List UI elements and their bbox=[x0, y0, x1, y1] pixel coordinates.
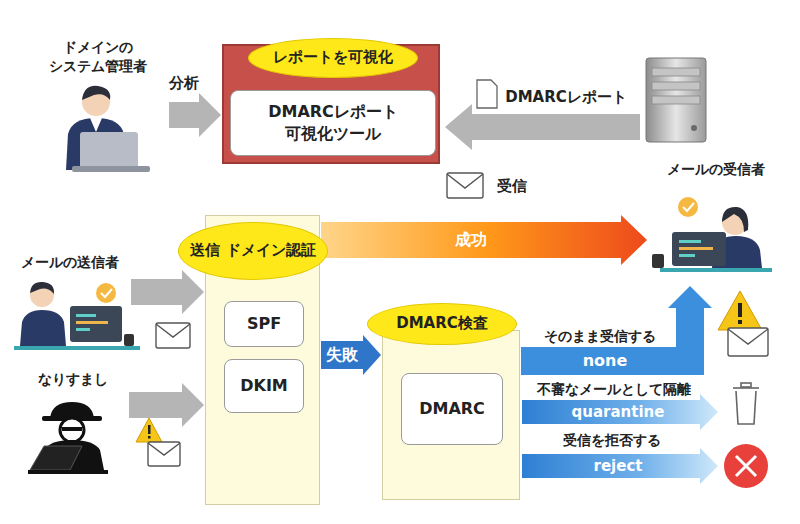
check-box: SPF bbox=[224, 301, 304, 347]
block-arrow bbox=[129, 383, 204, 427]
arrow-label: 失敗 bbox=[326, 345, 358, 364]
trash-icon bbox=[733, 383, 759, 424]
envelope-icon bbox=[447, 173, 483, 198]
block-arrow bbox=[321, 215, 647, 265]
reject-arrow bbox=[522, 448, 718, 484]
check-box: DMARC bbox=[401, 373, 503, 445]
box-label: SPF bbox=[243, 313, 285, 335]
actor: なりすまし bbox=[18, 370, 128, 474]
panel-header: DMARC検査 bbox=[367, 303, 517, 345]
envelope-icon bbox=[728, 328, 768, 356]
warning-icon bbox=[136, 418, 162, 442]
actor-label: メールの受信者 bbox=[648, 160, 783, 179]
envelope-icon bbox=[156, 323, 190, 348]
block-arrow bbox=[321, 335, 381, 375]
box-label: DMARC bbox=[415, 398, 489, 420]
note-label: DMARCレポート bbox=[505, 88, 627, 106]
box-label: DKIM bbox=[236, 375, 292, 397]
actor-label: ドメインの システム管理者 bbox=[28, 38, 168, 76]
auth-panel: 送信 ドメイン認証SPFDKIM bbox=[205, 215, 320, 505]
panel-header: 送信 ドメイン認証 bbox=[178, 222, 328, 280]
note-label: reject bbox=[594, 457, 643, 475]
reject-icon bbox=[724, 444, 768, 488]
note-label: そのまま受信する bbox=[544, 328, 656, 345]
actor-label: なりすまし bbox=[18, 370, 128, 389]
arrow-label: none bbox=[583, 351, 628, 370]
note-label: quarantine bbox=[572, 403, 665, 421]
server-icon bbox=[646, 58, 706, 142]
actor: メールの送信者 bbox=[10, 253, 130, 353]
quarantine-arrow bbox=[522, 394, 718, 430]
arrow-label: 分析 bbox=[169, 74, 199, 92]
report-panel: レポートを可視化DMARCレポート 可視化ツール bbox=[222, 44, 440, 164]
warning-icon bbox=[718, 291, 762, 330]
actor: メールの受信者 bbox=[648, 160, 783, 285]
spoofer-figure bbox=[28, 402, 108, 474]
admin-figure bbox=[66, 86, 150, 172]
note-label: 不審なメールとして隔離 bbox=[537, 381, 691, 398]
dmarc-panel: DMARC検査DMARC bbox=[382, 330, 520, 500]
receiver-figure bbox=[652, 197, 772, 272]
tool-box: DMARCレポート 可視化ツール bbox=[230, 90, 436, 156]
block-arrow bbox=[131, 270, 204, 314]
block-arrow bbox=[521, 286, 712, 375]
note-label: 受信を拒否する bbox=[563, 432, 661, 449]
block-arrow bbox=[169, 93, 221, 137]
document-icon bbox=[477, 80, 497, 108]
box-label: DMARCレポート 可視化ツール bbox=[231, 101, 435, 144]
check-box: DKIM bbox=[224, 359, 304, 413]
actor: ドメインの システム管理者 bbox=[28, 38, 168, 178]
note-label: 受信 bbox=[497, 177, 527, 195]
envelope-icon bbox=[148, 442, 180, 466]
actor-label: メールの送信者 bbox=[10, 253, 130, 272]
arrow-label: 成功 bbox=[455, 230, 487, 249]
sender-figure bbox=[14, 282, 140, 350]
panel-header: レポートを可視化 bbox=[248, 38, 418, 78]
report-arrow bbox=[445, 104, 640, 150]
